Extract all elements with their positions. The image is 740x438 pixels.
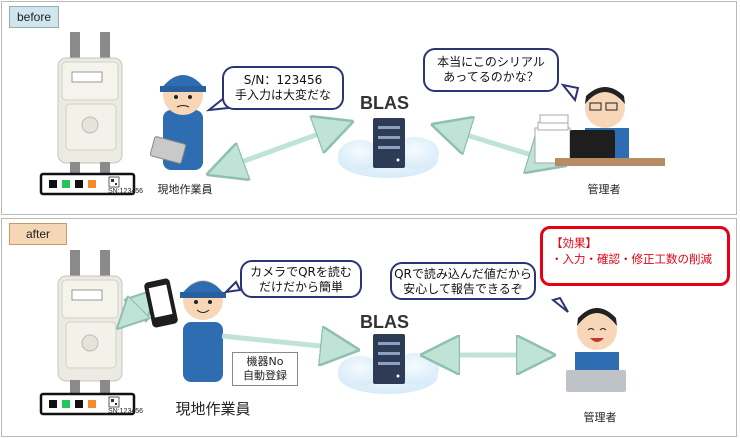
server-before <box>338 118 439 178</box>
worker-after-illustration <box>144 278 226 382</box>
indicator-strip-before <box>39 172 136 196</box>
gas-meter-before <box>57 32 123 174</box>
before-tag: before <box>9 6 59 28</box>
manager-before-bubble-line2: あってるのかな？ <box>443 70 539 84</box>
server-after-label: BLAS <box>360 312 409 332</box>
worker-before-bubble-line1: S/N：123456 <box>243 73 323 87</box>
manager-after-bubble-tail <box>550 296 569 313</box>
gas-meter-after <box>57 250 123 394</box>
effect-item: ・入力・確認・修正工数の削減 <box>551 252 712 266</box>
meter-sn-before: SN:123456 <box>108 188 144 195</box>
indicator-strip-after <box>39 392 136 416</box>
meter-sn-after: SN:123456 <box>108 408 144 415</box>
worker-before-label: 現地作業員 <box>157 183 213 196</box>
effect-title: 【効果】 <box>551 236 597 250</box>
manager-before-label: 管理者 <box>587 183 621 196</box>
worker-before-bubble-line2: 手入力は大変だな <box>234 88 331 102</box>
manager-after-illustration <box>566 308 626 392</box>
manager-after-label: 管理者 <box>583 411 617 424</box>
worker-before-illustration <box>149 75 206 170</box>
arrow-server-manager-before <box>450 130 548 160</box>
manager-before-illustration <box>534 87 665 166</box>
arrow-phone-meter <box>128 300 146 318</box>
worker-after-bubble-line1: カメラでQRを読む <box>250 265 352 279</box>
server-before-label: BLAS <box>360 93 409 113</box>
manager-after-bubble-line2: 安心して報告できるぞ <box>403 282 523 296</box>
note-line2: 自動登録 <box>243 369 287 382</box>
worker-after-bubble-tail <box>223 280 242 294</box>
arrow-worker-server-after <box>221 336 340 348</box>
worker-before-bubble: S/N：123456 手入力は大変だな <box>222 66 344 110</box>
manager-before-bubble: 本当にこのシリアル あってるのかな？ <box>423 48 559 92</box>
arrow-worker-server-before <box>225 128 335 168</box>
note-line1: 機器No <box>246 355 284 368</box>
worker-after-label: 現地作業員 <box>175 400 251 418</box>
server-after <box>338 334 439 394</box>
manager-before-bubble-line1: 本当にこのシリアル <box>437 55 545 69</box>
manager-after-bubble: QRで読み込んだ値だから 安心して報告できるぞ <box>390 262 536 300</box>
auto-registration-note: 機器No 自動登録 <box>232 352 298 386</box>
manager-after-bubble-line1: QRで読み込んだ値だから <box>394 267 532 281</box>
effect-box: 【効果】 ・入力・確認・修正工数の削減 <box>540 226 730 286</box>
worker-after-bubble-line2: だけだから簡単 <box>258 280 343 294</box>
worker-after-bubble: カメラでQRを読む だけだから簡単 <box>240 260 362 298</box>
after-tag: after <box>9 223 67 245</box>
manager-before-bubble-tail <box>560 83 580 103</box>
